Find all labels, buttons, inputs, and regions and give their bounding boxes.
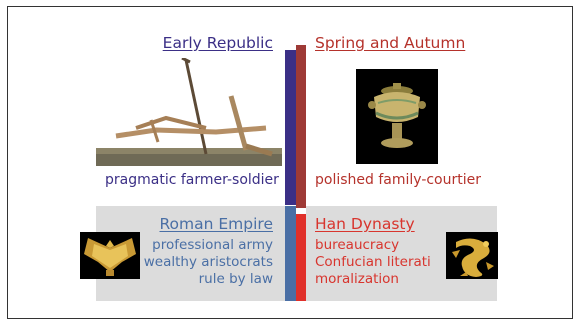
han-line-bureaucracy: bureaucracy xyxy=(315,237,400,253)
spring-autumn-caption: polished family-courtier xyxy=(315,172,482,188)
vessel-icon xyxy=(368,83,426,148)
spring-autumn-title: Spring and Autumn xyxy=(315,34,466,52)
golden-dragon-image xyxy=(446,232,498,279)
roman-empire-title: Roman Empire xyxy=(159,215,273,233)
bronze-vessel-image xyxy=(356,69,438,164)
divider-bar-republic xyxy=(285,50,296,205)
roman-line-law: rule by law xyxy=(198,271,273,287)
divider-notch xyxy=(296,208,306,214)
divider-bar-roman xyxy=(285,206,296,301)
eagle-icon xyxy=(84,238,136,276)
han-dynasty-lines: bureaucracy Confucian literati moralizat… xyxy=(315,237,431,288)
divider-bar-han xyxy=(296,214,306,301)
early-republic-title: Early Republic xyxy=(162,34,273,52)
roman-empire-lines: professional army wealthy aristocrats ru… xyxy=(144,237,273,288)
divider-bar-spring-autumn xyxy=(296,45,306,208)
dragon-icon xyxy=(452,238,494,277)
early-republic-caption: pragmatic farmer-soldier xyxy=(105,172,279,188)
roman-line-aristocrats: wealthy aristocrats xyxy=(143,254,273,270)
plough-icon xyxy=(96,58,282,166)
han-line-confucian: Confucian literati xyxy=(315,254,431,270)
han-line-moralization: moralization xyxy=(315,271,399,287)
golden-eagle-image xyxy=(80,232,140,279)
roman-line-army: professional army xyxy=(152,237,273,253)
han-dynasty-title: Han Dynasty xyxy=(315,215,415,233)
